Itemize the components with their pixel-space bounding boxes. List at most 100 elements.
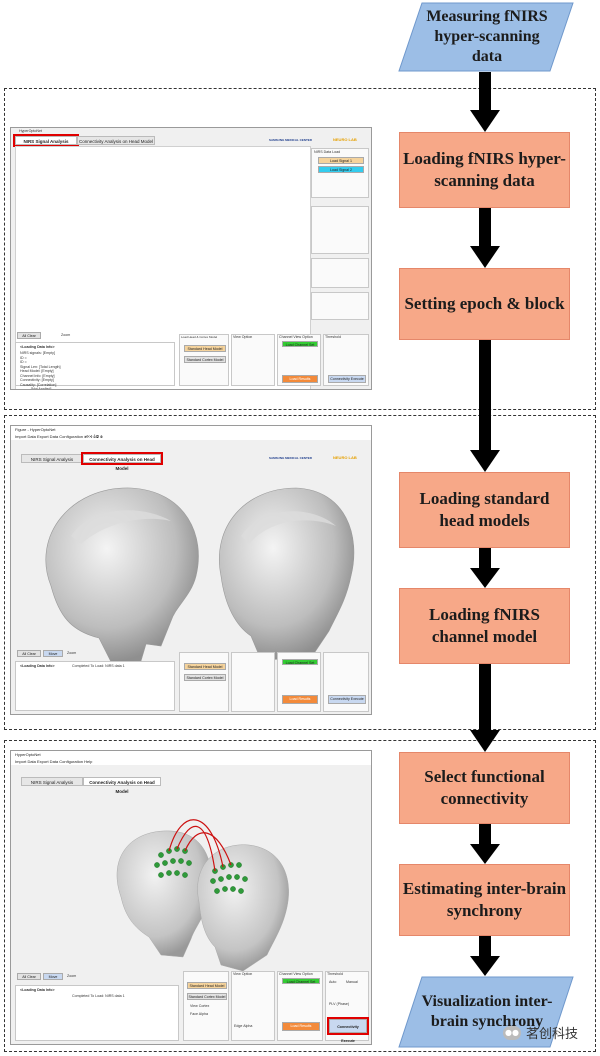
all-clear-button-3[interactable]: All Clear [17, 973, 41, 980]
connectivity-execute-button-2[interactable]: Connectivity Execute [328, 695, 366, 704]
step-functional-connectivity: Select functional connectivity [399, 752, 570, 824]
view-option-label-3: View Option [233, 972, 253, 976]
group-box-2 [4, 415, 596, 730]
loading-info-lines: NIRS signals: [Empty] ID = ID = Signal L… [20, 351, 61, 390]
loading-info-panel: <Loading Data Info> NIRS signals: [Empty… [15, 342, 175, 389]
threshold-panel-2: Connectivity Execute [323, 652, 369, 712]
step-standard-head-models: Loading standard head models [399, 472, 570, 548]
edge-alpha-label-3: Edge Alpha [234, 1024, 253, 1028]
data-load-panel: NIRS Data Load Load Signal 1 Load Signal… [311, 148, 369, 198]
plv-label-3: PLV (Phase) [329, 1002, 350, 1006]
group-box-3 [4, 740, 596, 1052]
load-signal-2-button[interactable]: Load Signal 2 [318, 166, 364, 173]
threshold-label: Threshold [325, 335, 341, 339]
tab-connectivity-analysis-2[interactable]: Connectivity Analysis on Head Model [81, 452, 163, 471]
load-channel-set-button-2[interactable]: Load Channel Set [282, 659, 318, 665]
face-alpha-label-3: Face Alpha [190, 1012, 208, 1016]
load-signal-1-button[interactable]: Load Signal 1 [318, 157, 364, 164]
completed-line-3: Completed To Load: NIRS data 1 [72, 994, 125, 998]
loading-info-panel-2: <Loading Data Info> Completed To Load: N… [15, 661, 175, 711]
channel-view-label: Channel View Option [279, 335, 313, 339]
load-channel-set-button-3[interactable]: Load Channel Set [282, 978, 320, 984]
wechat-icon: ●● [502, 1025, 521, 1040]
all-clear-button[interactable]: All Clear [17, 332, 41, 339]
connectivity-head-left [116, 830, 212, 958]
standard-cortex-model-button[interactable]: Standard Cortex Model [184, 356, 226, 363]
connectivity-head-right [197, 844, 289, 972]
zoom-label-2: Zoom [67, 651, 77, 655]
input-parallelogram [398, 2, 574, 72]
logo-samsung: SAMSUNG MEDICAL CENTER [269, 138, 312, 142]
loading-info-title: <Loading Data Info> [20, 345, 55, 349]
view-option-panel: View Option [231, 334, 275, 386]
arrow-1 [470, 72, 500, 132]
arrow-4 [470, 548, 500, 588]
standard-cortex-model-button-2[interactable]: Standard Cortex Model [184, 674, 226, 681]
auto-label-3: Auto [329, 980, 337, 984]
tab-nirs-signal-analysis[interactable]: NIRS Signal Analysis [13, 134, 79, 147]
loading-info-title-3: <Loading Data Info> [20, 988, 55, 992]
window-title: HyperOptoNet [19, 129, 42, 133]
head-model-panel: Load Head & Cortex Model Standard Head M… [179, 334, 229, 386]
menu-bar-3: Import Data Export Data Configuration He… [11, 759, 371, 765]
load-results-button[interactable]: Load Results [282, 375, 318, 383]
view-option-panel-3: View Option Edge Alpha [231, 971, 275, 1041]
standard-head-model-button-3[interactable]: Standard Head Model [187, 982, 227, 989]
load-channel-set-button[interactable]: Load Channel Set [282, 341, 318, 347]
menu-bar-korean: Import Data Export Data Configuration ⨳⨴… [11, 434, 371, 440]
view-option-panel-2 [231, 652, 275, 712]
threshold-label-3: Threshold [327, 972, 343, 976]
connectivity-arcs [168, 819, 232, 872]
watermark-text: 茗创科技 [525, 1027, 578, 1042]
step-loading-data: Loading fNIRS hyper-scanning data [399, 132, 570, 208]
standard-head-model-button[interactable]: Standard Head Model [184, 345, 226, 352]
step-inter-brain-synchrony: Estimating inter-brain synchrony [399, 864, 570, 936]
screenshot-connectivity-visualization: HyperOptoNet Import Data Export Data Con… [10, 750, 372, 1045]
channel-view-label-3: Channel View Option [279, 972, 313, 976]
load-results-button-3[interactable]: Load Results [282, 1022, 320, 1031]
channel-view-panel-2: Load Channel Set Load Results [277, 652, 321, 712]
logo-neuro-lab: NEURO LAB [333, 137, 357, 142]
standard-cortex-model-button-3[interactable]: Standard Cortex Model [187, 993, 227, 1000]
arrow-7 [470, 936, 500, 976]
channel-view-panel-3: Channel View Option Load Channel Set Loa… [277, 971, 323, 1041]
completed-line-2: Completed To Load: NIRS data 1 [72, 664, 125, 668]
loading-info-panel-3: <Loading Data Info> Completed To Load: N… [15, 985, 179, 1041]
view-option-label: View Option [233, 335, 253, 339]
tab-nirs-signal-analysis-3[interactable]: NIRS Signal Analysis [21, 777, 83, 786]
arrow-2 [470, 208, 500, 268]
arrow-3 [470, 340, 500, 472]
tab-connectivity-analysis[interactable]: Connectivity Analysis on Head Model [77, 136, 155, 145]
arrow-6 [470, 824, 500, 864]
arrow-5 [470, 664, 500, 752]
screenshot-nirs-signal-analysis: HyperOptoNet NIRS Signal Analysis Connec… [10, 127, 372, 390]
move-button-2[interactable]: Move [43, 650, 63, 657]
signal-analysis-option-panel [311, 206, 369, 254]
zoom-label: Zoom [61, 333, 71, 337]
step-channel-model: Loading fNIRS channel model [399, 588, 570, 664]
move-button-3[interactable]: Move [43, 973, 63, 980]
group-box-1 [4, 88, 596, 410]
advanced-techniques-panel [311, 292, 369, 320]
head-panel-label: Load Head & Cortex Model [181, 335, 218, 339]
data-load-label: NIRS Data Load [314, 150, 341, 154]
step-measuring-data: Measuring fNIRS hyper-scanning data [426, 8, 548, 65]
logo-neuro-lab-2: NEURO LAB [333, 455, 357, 460]
tab-connectivity-analysis-3[interactable]: Connectivity Analysis on Head Model [83, 777, 161, 794]
step-epoch-block: Setting epoch & block [399, 268, 570, 340]
signal-filter-panel [311, 258, 369, 288]
connectivity-execute-button-3[interactable]: Connectivity Execute [327, 1017, 369, 1043]
load-results-button-2[interactable]: Load Results [282, 695, 318, 704]
screenshot-head-model: Figure - HyperOptoNet Import Data Export… [10, 425, 372, 715]
connectivity-head-models [116, 819, 289, 972]
loading-info-title-2: <Loading Data Info> [20, 664, 55, 668]
connectivity-execute-button[interactable]: Connectivity Execute [328, 375, 366, 383]
channel-view-panel: Channel View Option Load Channel Set Loa… [277, 334, 321, 386]
zoom-label-3: Zoom [67, 974, 77, 978]
view-cortex-label-3: View Cortex [190, 1004, 210, 1008]
tab-nirs-signal-analysis-2[interactable]: NIRS Signal Analysis [21, 454, 83, 463]
standard-head-model-button-2[interactable]: Standard Head Model [184, 663, 226, 670]
all-clear-button-2[interactable]: All Clear [17, 650, 41, 657]
head-models-3d [45, 487, 355, 663]
output-parallelogram [398, 976, 574, 1048]
